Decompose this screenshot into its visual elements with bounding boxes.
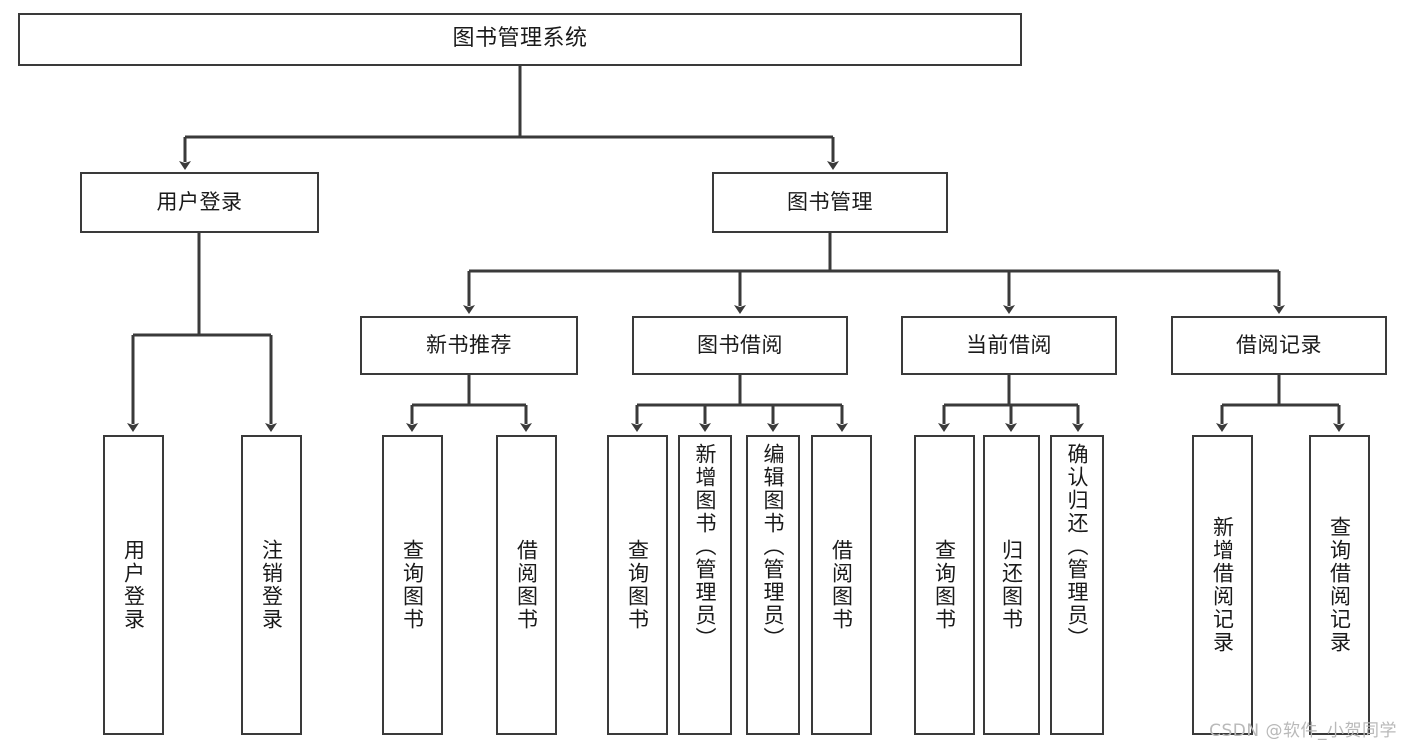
leaf-query-borrow-record[interactable]: 查询借阅记录	[1309, 435, 1370, 735]
node-label: 查询图书	[932, 539, 957, 631]
node-label: 当前借阅	[966, 332, 1052, 357]
node-user-login[interactable]: 用户登录	[80, 172, 319, 233]
node-label: 借阅图书	[514, 539, 539, 631]
node-label: 确认归还（管理员）	[1065, 443, 1090, 650]
leaf-confirm-return[interactable]: 确认归还（管理员）	[1050, 435, 1104, 735]
node-label: 编辑图书（管理员）	[761, 443, 786, 650]
node-label: 查询图书	[400, 539, 425, 631]
leaf-add-borrow-record[interactable]: 新增借阅记录	[1192, 435, 1253, 735]
node-label: 借阅记录	[1236, 332, 1322, 357]
node-label: 新书推荐	[426, 332, 512, 357]
node-borrow-record[interactable]: 借阅记录	[1171, 316, 1387, 375]
node-label: 新增图书（管理员）	[693, 443, 718, 650]
node-label: 图书管理	[787, 189, 873, 214]
node-label: 查询图书	[625, 539, 650, 631]
leaf-query-book-recommend[interactable]: 查询图书	[382, 435, 443, 735]
node-label: 新增借阅记录	[1210, 516, 1235, 654]
node-label: 借阅图书	[829, 539, 854, 631]
leaf-logout[interactable]: 注销登录	[241, 435, 302, 735]
leaf-add-book[interactable]: 新增图书（管理员）	[678, 435, 732, 735]
node-new-book-recommend[interactable]: 新书推荐	[360, 316, 578, 375]
leaf-borrow-book-recommend[interactable]: 借阅图书	[496, 435, 557, 735]
node-label: 查询借阅记录	[1327, 516, 1352, 654]
node-book-borrow[interactable]: 图书借阅	[632, 316, 848, 375]
leaf-user-login[interactable]: 用户登录	[103, 435, 164, 735]
leaf-edit-book[interactable]: 编辑图书（管理员）	[746, 435, 800, 735]
node-label: 图书借阅	[697, 332, 783, 357]
node-root-system[interactable]: 图书管理系统	[18, 13, 1022, 66]
node-label: 归还图书	[999, 539, 1024, 631]
node-label: 图书管理系统	[452, 26, 588, 52]
leaf-query-book-borrow[interactable]: 查询图书	[607, 435, 668, 735]
node-label: 用户登录	[121, 539, 146, 631]
leaf-return-book[interactable]: 归还图书	[983, 435, 1040, 735]
leaf-borrow-book-borrow[interactable]: 借阅图书	[811, 435, 872, 735]
node-label: 用户登录	[156, 189, 243, 214]
leaf-query-book-current[interactable]: 查询图书	[914, 435, 975, 735]
node-book-manage[interactable]: 图书管理	[712, 172, 948, 233]
node-current-borrow[interactable]: 当前借阅	[901, 316, 1117, 375]
watermark-text: CSDN @软件_小贺同学	[1209, 721, 1397, 741]
node-label: 注销登录	[259, 539, 284, 631]
